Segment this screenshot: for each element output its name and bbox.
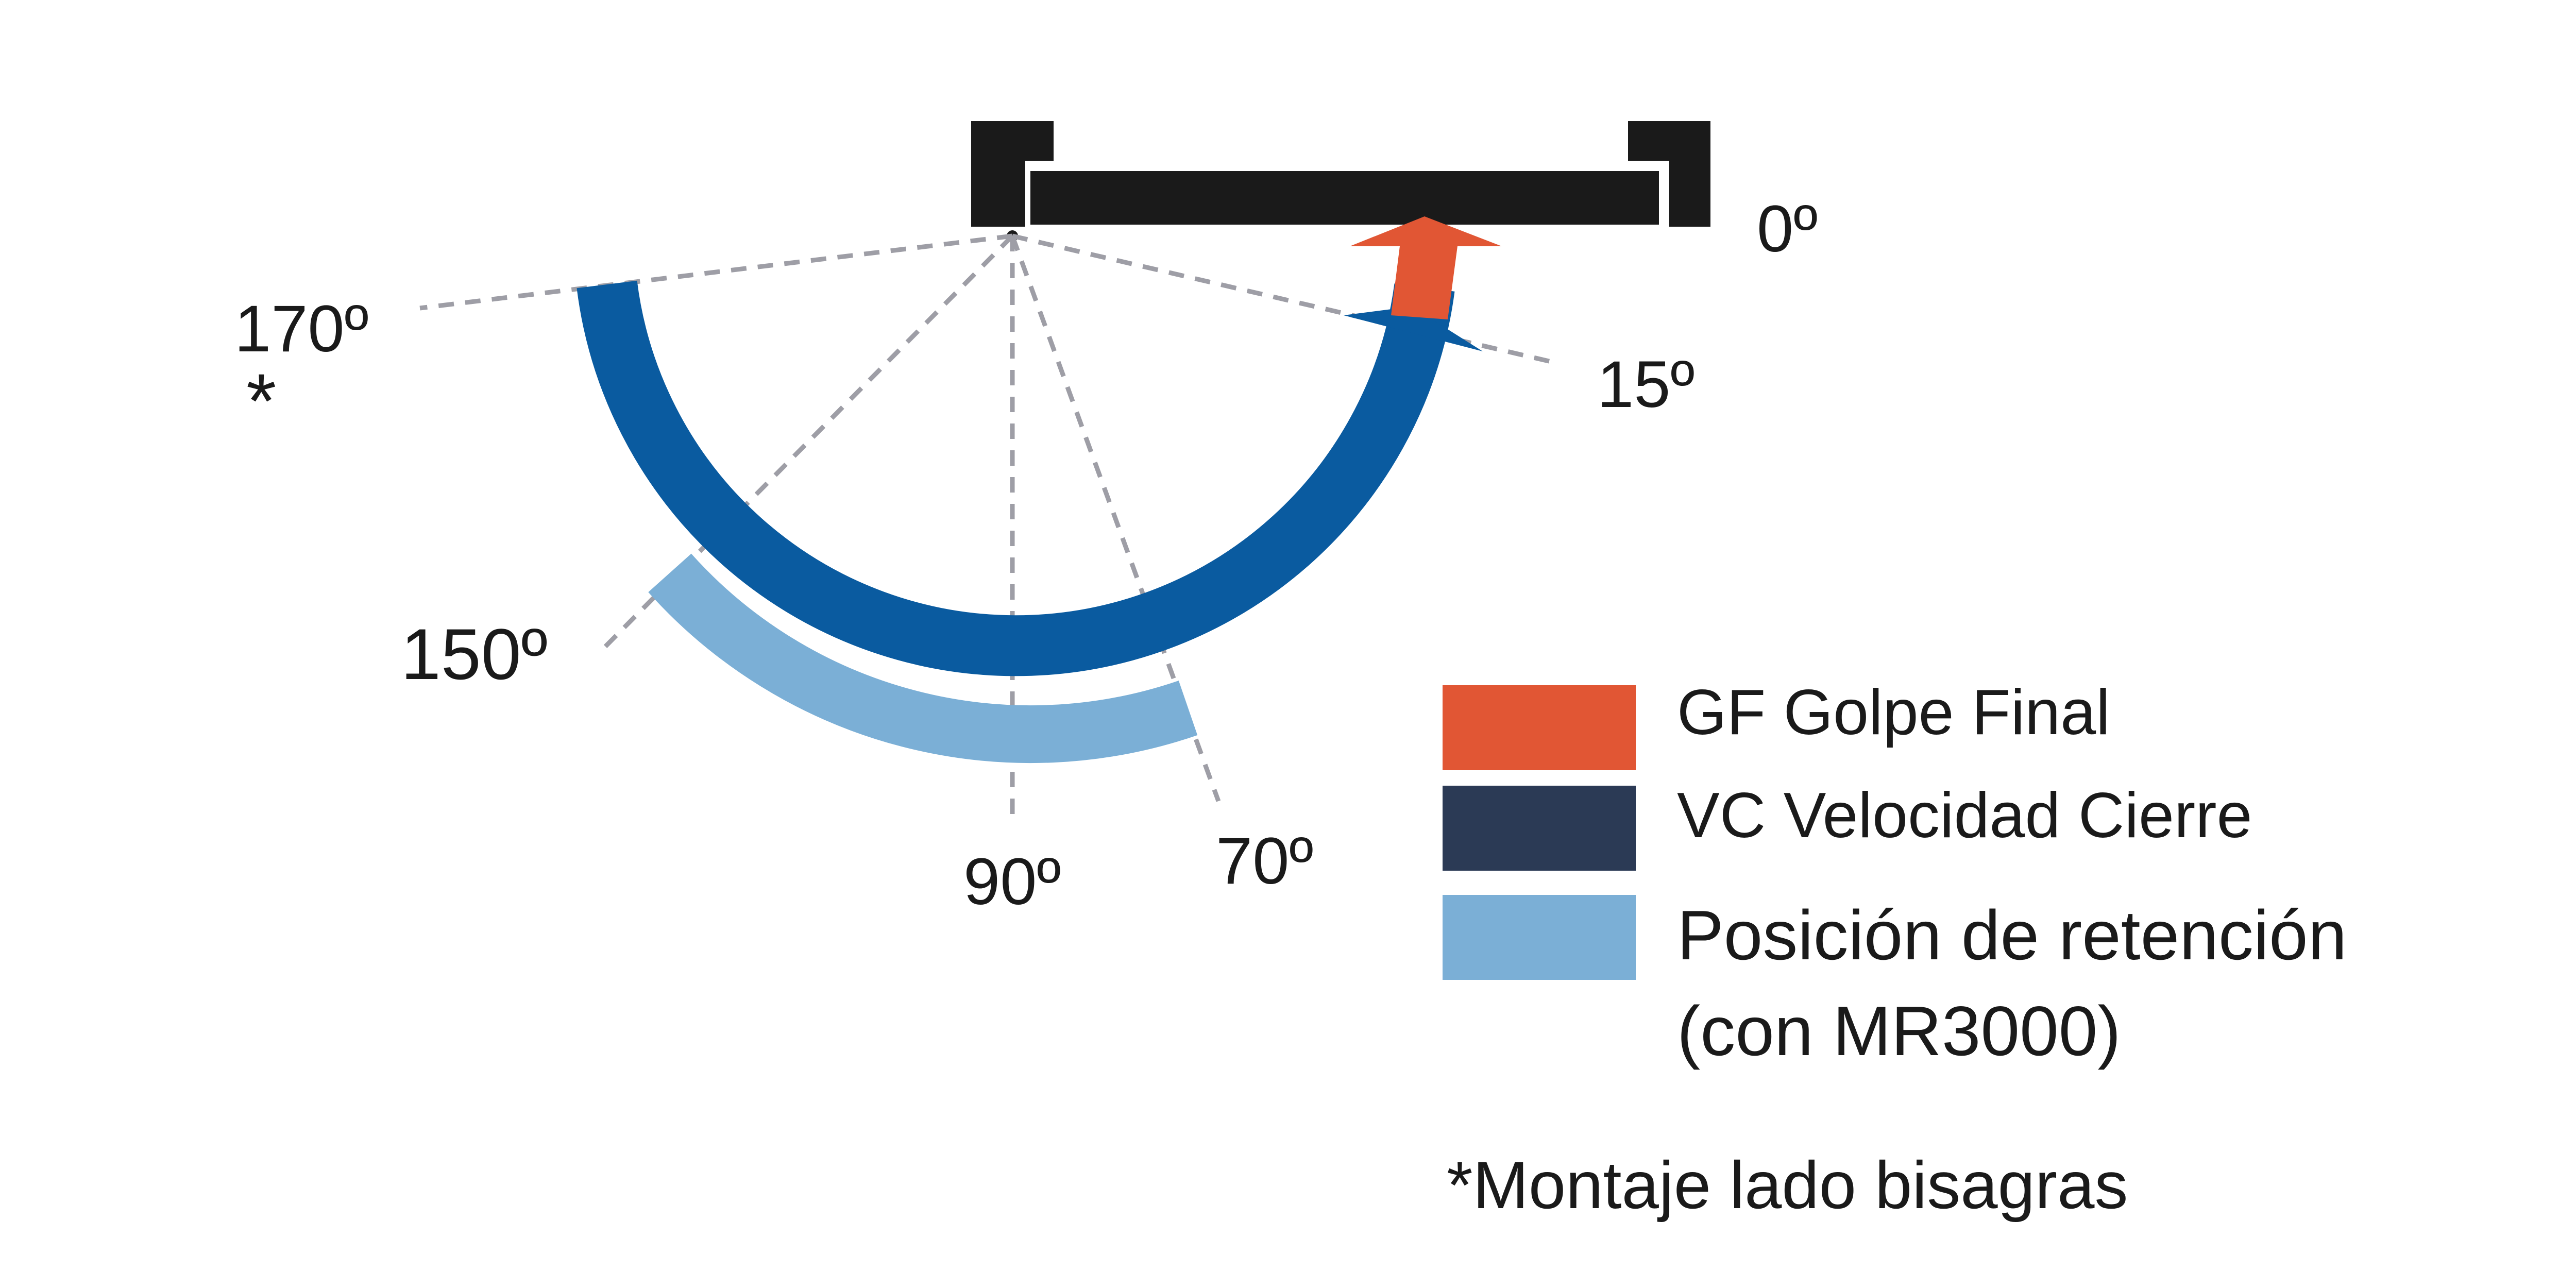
legend-swatch-final-latch: [1443, 685, 1636, 770]
legend-label-closing-speed: VC Velocidad Cierre: [1677, 780, 2252, 851]
closing-speed-arc: [577, 280, 1455, 676]
footnote: *Montaje lado bisagras: [1447, 1147, 2128, 1223]
angle-label-170: 170º: [234, 292, 368, 366]
final-latch-shaft: [1391, 242, 1458, 319]
guide-70: [1010, 235, 1221, 802]
legend-label-final-latch: GF Golpe Final: [1677, 677, 2110, 748]
legend-label-hold-open-line1: Posición de retención: [1677, 896, 2347, 974]
angle-label-70: 70º: [1216, 824, 1313, 898]
angle-label-90: 90º: [963, 845, 1061, 919]
hold-open-arc: [648, 553, 1198, 764]
legend-swatch-hold-open: [1443, 895, 1636, 980]
door-frame-left: [971, 121, 1054, 227]
legend-label-hold-open-line2: (con MR3000): [1677, 992, 2121, 1070]
door-leaf: [1030, 171, 1659, 225]
door-assembly: [971, 121, 1710, 242]
angle-label-0: 0º: [1757, 192, 1818, 266]
guide-15: [1011, 233, 1554, 365]
legend-swatch-closing-speed: [1443, 786, 1636, 871]
angle-label-150: 150º: [401, 614, 548, 694]
final-latch-arrowhead: [1350, 216, 1502, 246]
guide-170: [419, 233, 1013, 311]
angle-170-asterisk: *: [246, 358, 276, 444]
angle-label-15: 15º: [1597, 348, 1694, 421]
legend: GF Golpe Final VC Velocidad Cierre Posic…: [1443, 677, 2347, 1070]
door-frame-right: [1628, 121, 1710, 227]
closing-speed-arrowhead: [1344, 307, 1483, 351]
